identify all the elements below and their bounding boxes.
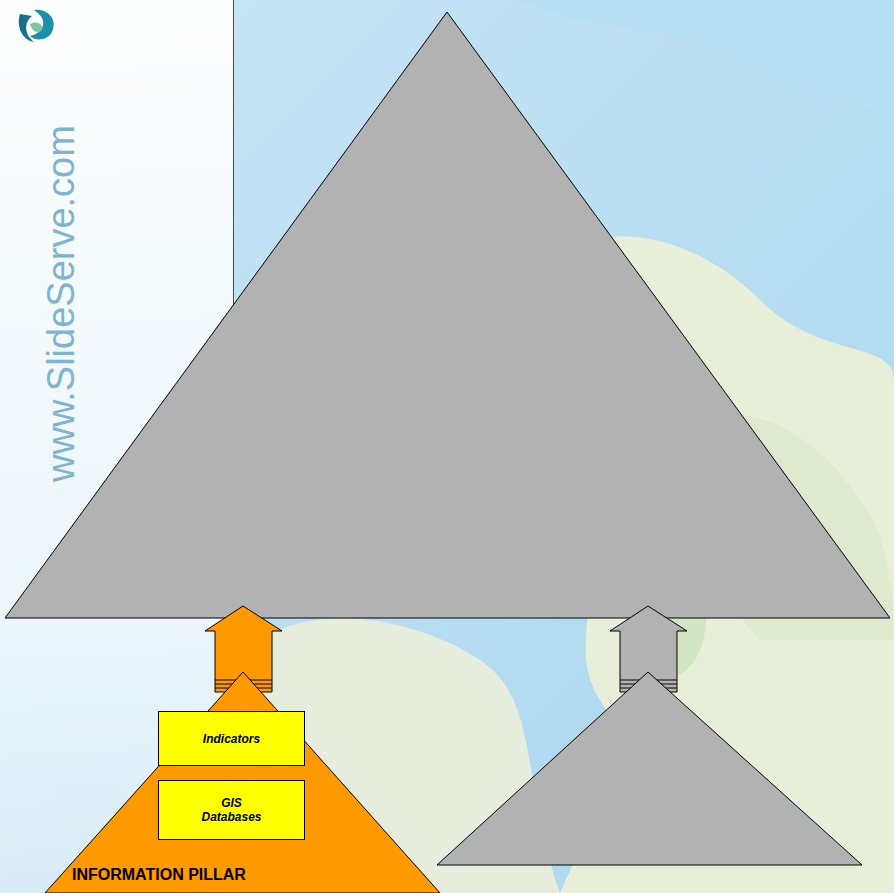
triangle-shape — [45, 672, 440, 893]
box-label: Indicators — [203, 732, 260, 746]
sea-patch — [520, 0, 894, 130]
box-label: GIS Databases — [197, 796, 267, 824]
logo-swirl — [30, 10, 54, 40]
goal-triangle — [5, 12, 890, 618]
pillar-triangle: INFORMATION PILLAR IndicatorsGIS Database… — [45, 672, 440, 893]
process-box: Indicators — [158, 711, 305, 766]
pillar-title: INFORMATION PILLAR — [72, 866, 246, 884]
process-box: GIS Databases — [158, 780, 305, 840]
logo — [19, 10, 54, 42]
pillar-triangle — [437, 672, 862, 865]
watermark: www.SlideServe.com — [40, 125, 83, 482]
logo-leaf — [30, 22, 42, 32]
